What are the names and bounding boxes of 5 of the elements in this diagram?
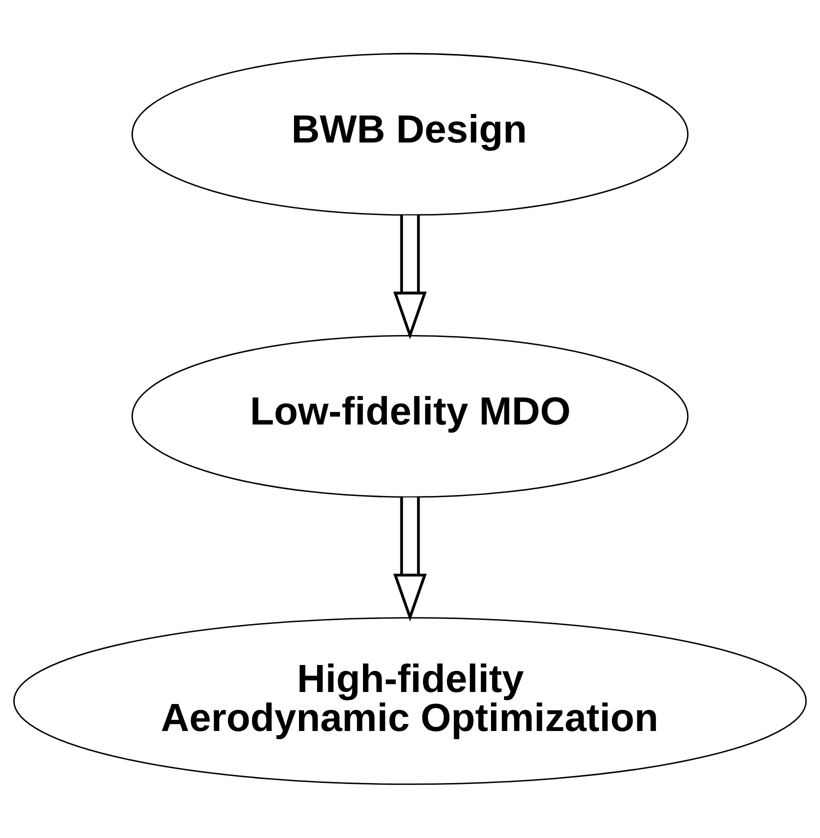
node-ellipse: Low-fidelity MDO bbox=[131, 334, 689, 498]
node-ellipse: BWB Design bbox=[131, 52, 689, 216]
arrow bbox=[393, 215, 427, 340]
node-ellipse: High-fidelity Aerodynamic Optimization bbox=[13, 617, 807, 785]
arrow bbox=[393, 497, 427, 622]
